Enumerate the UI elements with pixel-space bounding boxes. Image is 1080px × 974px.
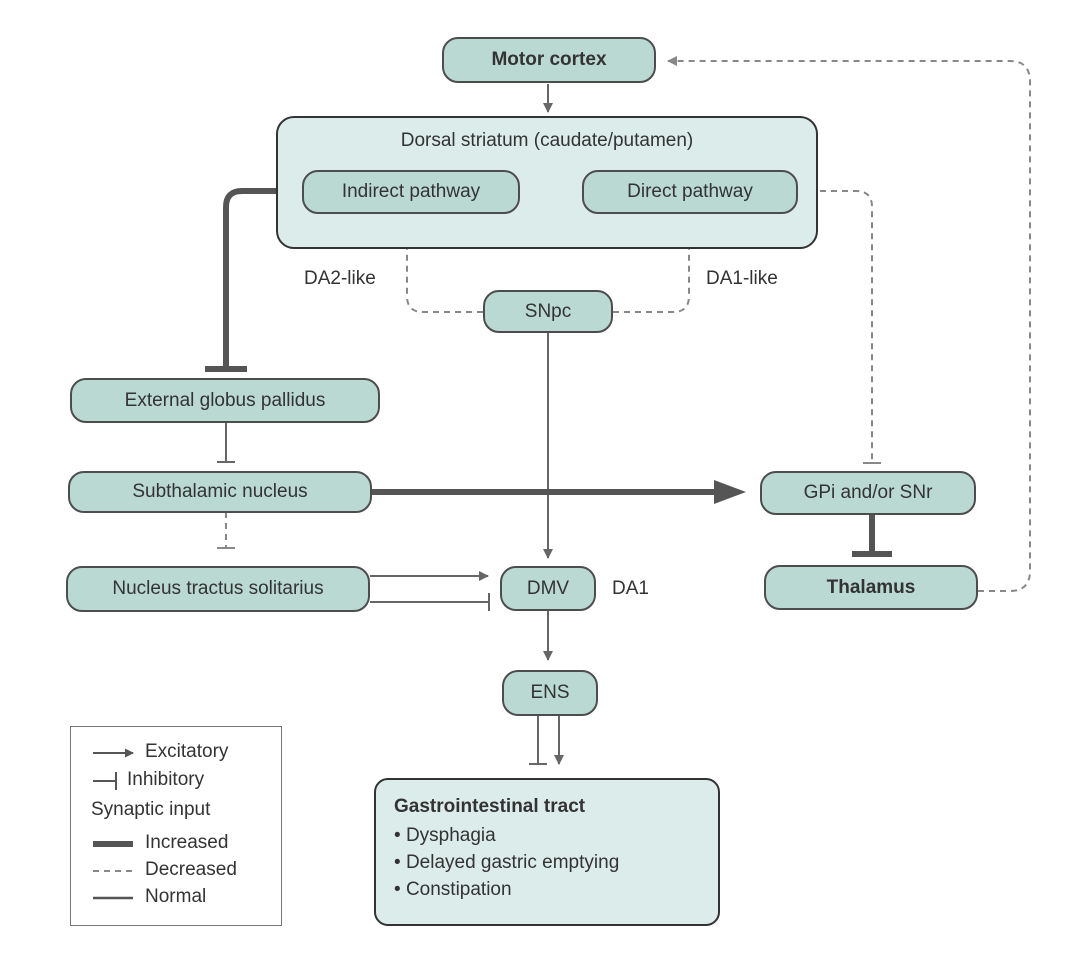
node-thalamus: Thalamus <box>764 565 978 610</box>
label-da1: DA1 <box>612 578 649 599</box>
legend-inhibitory-label: Inhibitory <box>127 769 205 790</box>
node-motor-cortex-label: Motor cortex <box>491 49 607 70</box>
node-motor-cortex: Motor cortex <box>442 37 656 83</box>
node-gpi-snr-label: GPi and/or SNr <box>803 482 933 503</box>
legend-symbols <box>93 748 134 900</box>
edge-gpi-to-thalamus <box>852 513 892 557</box>
node-ens-label: ENS <box>530 682 570 703</box>
node-subthalamic-nucleus: Subthalamic nucleus <box>68 471 372 513</box>
gi-symptom-item: Constipation <box>394 876 700 903</box>
node-external-globus-pallidus: External globus pallidus <box>70 378 380 423</box>
node-gastrointestinal-tract: Gastrointestinal tract Dysphagia Delayed… <box>374 778 720 926</box>
node-indirect-pathway: Indirect pathway <box>302 170 520 214</box>
node-direct-pathway: Direct pathway <box>582 170 798 214</box>
label-da2-like: DA2-like <box>304 268 376 289</box>
node-dmv-label: DMV <box>526 577 570 599</box>
node-external-globus-pallidus-label: External globus pallidus <box>124 389 326 411</box>
edge-nts-to-dmv-inhibitory <box>370 593 490 611</box>
edge-snpc-to-direct <box>613 219 694 313</box>
node-snpc-label: SNpc <box>524 300 572 322</box>
gi-symptom-item: Delayed gastric emptying <box>394 849 700 876</box>
dorsal-striatum-title: Dorsal striatum (caudate/putamen) <box>400 130 694 151</box>
edge-thalamus-to-motor-cortex <box>667 56 1031 592</box>
edge-indirect-to-external-gp <box>205 188 304 372</box>
legend-normal-label: Normal <box>145 886 207 907</box>
node-nucleus-tractus-solitarius-label: Nucleus tractus solitarius <box>112 578 324 599</box>
legend-inhibitory-symbol <box>93 772 117 790</box>
legend: Excitatory Inhibitory Synaptic input Inc… <box>70 726 282 926</box>
node-indirect-pathway-label: Indirect pathway <box>341 181 481 202</box>
legend-excitatory-label: Excitatory <box>145 741 229 762</box>
legend-increased-label: Increased <box>145 832 229 853</box>
node-nucleus-tractus-solitarius: Nucleus tractus solitarius <box>66 566 370 612</box>
gi-symptom-item: Dysphagia <box>394 822 700 849</box>
edge-direct-to-gpi <box>798 190 881 464</box>
legend-decreased-label: Decreased <box>145 859 237 880</box>
gi-tract-title: Gastrointestinal tract <box>394 796 586 817</box>
edge-subthalamic-to-nts <box>217 512 235 549</box>
node-ens: ENS <box>502 670 598 716</box>
node-dmv: DMV <box>500 566 596 611</box>
gi-symptom-list: Dysphagia Delayed gastric emptying Const… <box>394 822 700 903</box>
node-snpc: SNpc <box>483 290 613 333</box>
legend-synaptic-input-label: Synaptic input <box>91 799 211 820</box>
node-gpi-snr: GPi and/or SNr <box>760 471 976 515</box>
edge-external-gp-to-subthalamic <box>217 423 235 463</box>
node-direct-pathway-label: Direct pathway <box>627 181 753 202</box>
node-subthalamic-nucleus-label: Subthalamic nucleus <box>132 481 308 502</box>
edge-ens-to-gi-inhibitory <box>529 716 547 765</box>
edge-subthalamic-to-gpi <box>372 480 746 504</box>
node-thalamus-label: Thalamus <box>826 576 916 598</box>
label-da1-like: DA1-like <box>706 268 778 289</box>
